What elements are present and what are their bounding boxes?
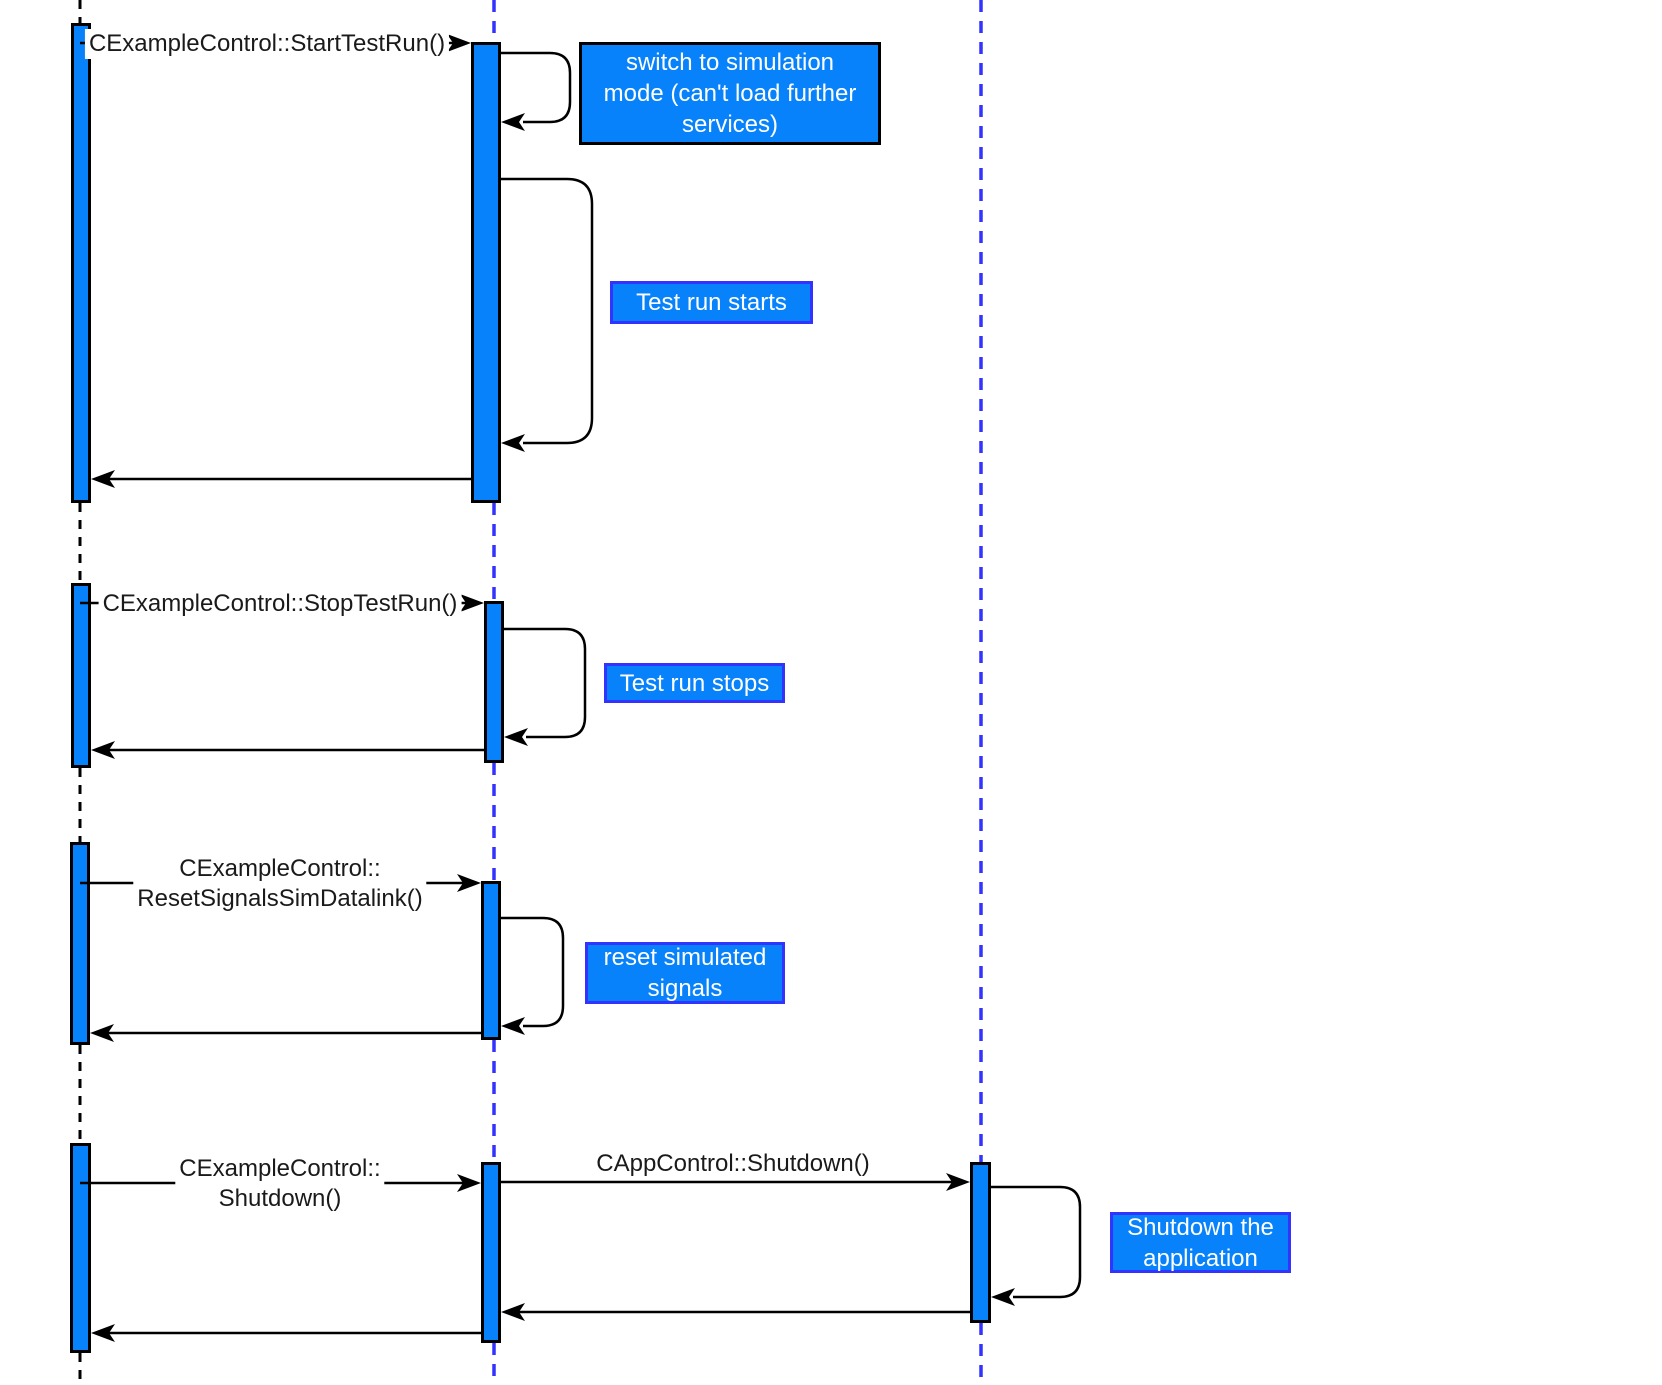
arrowhead-return-reset-signals bbox=[90, 1024, 114, 1042]
message-label-stop-test-run: CExampleControl::StopTestRun() bbox=[98, 589, 462, 619]
self-call-shutdown-loop bbox=[991, 1185, 1082, 1299]
activation-bar-caller-2 bbox=[71, 583, 91, 768]
activation-bar-control-4 bbox=[481, 1162, 501, 1343]
note-test-run-starts: Test run starts bbox=[610, 281, 813, 324]
self-call-test-run-starts-loop bbox=[501, 177, 594, 445]
self-call-test-run-stops-loop bbox=[504, 627, 587, 739]
self-call-reset-signals-loop bbox=[501, 916, 565, 1028]
activation-bar-control-1 bbox=[471, 42, 501, 503]
arrowhead-return-shutdown-app bbox=[501, 1303, 525, 1321]
arrowhead-shutdown-app bbox=[946, 1173, 970, 1191]
activation-bar-caller-3 bbox=[70, 842, 90, 1045]
note-switch-simulation: switch to simulation mode (can't load fu… bbox=[579, 42, 881, 145]
arrowhead-shutdown-example bbox=[457, 1174, 481, 1192]
self-call-switch-sim-loop bbox=[501, 51, 572, 124]
note-shutdown-application: Shutdown the application bbox=[1110, 1212, 1291, 1273]
arrowhead-shutdown-loop-return bbox=[991, 1288, 1015, 1306]
arrowhead-return-stop-test-run bbox=[91, 741, 115, 759]
arrowhead-test-run-starts-return bbox=[501, 434, 525, 452]
arrowhead-stop-test-run bbox=[460, 594, 484, 612]
arrowhead-return-shutdown-example bbox=[91, 1324, 115, 1342]
arrowhead-test-run-stops-return bbox=[504, 728, 528, 746]
message-label-reset-signals: CExampleControl:: ResetSignalsSimDatalin… bbox=[133, 854, 427, 914]
message-label-shutdown-app: CAppControl::Shutdown() bbox=[596, 1150, 870, 1177]
activation-bar-caller-4 bbox=[70, 1143, 91, 1353]
activation-bar-appcontrol bbox=[970, 1162, 991, 1323]
activation-bar-control-3 bbox=[481, 881, 501, 1040]
arrowhead-reset-signals-return bbox=[501, 1017, 525, 1035]
message-label-shutdown-example: CExampleControl:: Shutdown() bbox=[175, 1154, 385, 1214]
arrowhead-start-test-run bbox=[447, 34, 471, 52]
note-test-run-stops: Test run stops bbox=[604, 663, 785, 703]
activation-bar-control-2 bbox=[484, 601, 504, 763]
arrowhead-return-start-test-run bbox=[91, 470, 115, 488]
note-reset-signals: reset simulated signals bbox=[585, 942, 785, 1004]
message-label-start-test-run: CExampleControl::StartTestRun() bbox=[84, 29, 450, 59]
arrowhead-switch-sim-return bbox=[501, 113, 525, 131]
arrowhead-reset-signals bbox=[457, 874, 481, 892]
activation-bar-caller-1 bbox=[71, 23, 91, 503]
